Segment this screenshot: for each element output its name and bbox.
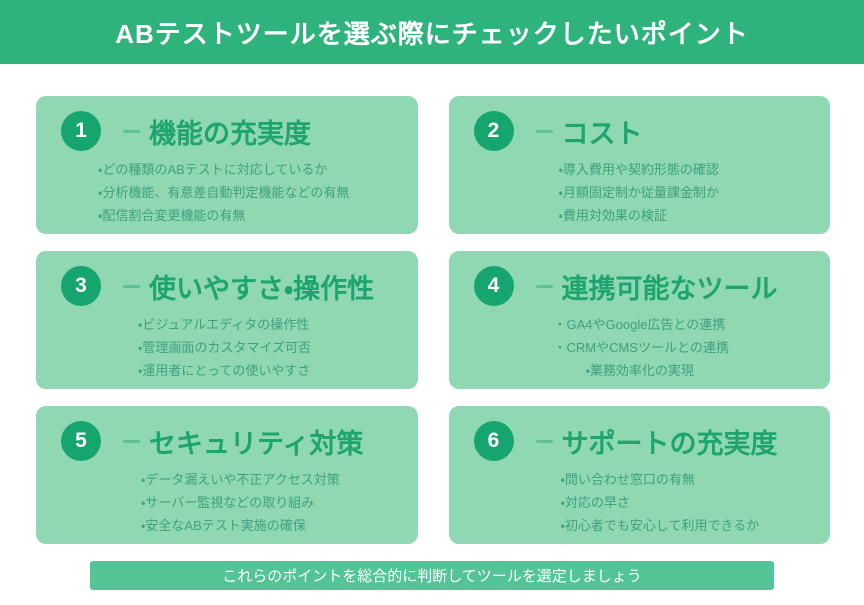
number-badge: 6	[473, 421, 514, 461]
card-integrations: 4 連携可能なツール ・GA4やGoogle広告との連携 ・CRMやCMSツール…	[448, 251, 831, 389]
number-badge: 5	[61, 421, 101, 461]
bullet-item: ・導入費用や契約形態の確認	[558, 162, 719, 177]
card-header: 5 セキュリティ対策	[36, 406, 418, 461]
footer-text: これらのポイントを総合的に判断してツールを選定しましょう	[222, 568, 642, 585]
bullet-item: ・GA4やGoogle広告との連携	[553, 317, 726, 332]
bullet-list: ・データ漏えいや不正アクセス対策 ・サーバー監視などの取り組み ・安全なABテス…	[141, 468, 418, 537]
title-dash	[123, 439, 140, 443]
title-dash	[123, 129, 140, 133]
card-usability: 3 使いやすさ・操作性 ・ビジュアルエディタの操作性 ・管理画面のカスタマイズ可…	[36, 251, 418, 389]
card-feature-richness: 1 機能の充実度 ・どの種類のABテストに対応しているか ・分析機能、有意差自動…	[36, 96, 418, 234]
card-title: 連携可能なツール	[561, 273, 778, 304]
bullet-item: ・安全なABテスト実施の確保	[141, 518, 306, 533]
bullet-list: ・問い合わせ窓口の有無 ・対応の早さ ・初心者でも安心して利用できるか	[561, 468, 831, 537]
card-support: 6 サポートの充実度 ・問い合わせ窓口の有無 ・対応の早さ ・初心者でも安心して…	[448, 406, 831, 544]
card-title: セキュリティ対策	[149, 428, 364, 459]
card-title: コスト	[561, 118, 643, 149]
title-dash	[535, 129, 553, 133]
number-badge: 3	[61, 266, 101, 306]
bullet-item: ・CRMやCMSツールとの連携	[553, 340, 729, 355]
card-header: 3 使いやすさ・操作性	[36, 251, 418, 306]
number-badge: 1	[61, 111, 101, 151]
card-header: 1 機能の充実度	[36, 96, 418, 151]
card-security: 5 セキュリティ対策 ・データ漏えいや不正アクセス対策 ・サーバー監視などの取り…	[36, 406, 418, 544]
card-title: サポートの充実度	[561, 428, 778, 459]
card-title: 使いやすさ・操作性	[149, 273, 375, 304]
bullet-item: ・分析機能、有意差自動判定機能などの有無	[98, 185, 350, 200]
card-header: 6 サポートの充実度	[449, 406, 831, 461]
bullet-item: ・月額固定制か従量課金制か	[558, 185, 719, 200]
footer-banner: これらのポイントを総合的に判断してツールを選定しましょう	[90, 561, 774, 590]
bullet-list: ・どの種類のABテストに対応しているか ・分析機能、有意差自動判定機能などの有無…	[98, 158, 418, 227]
bullet-list: ・ビジュアルエディタの操作性 ・管理画面のカスタマイズ可否 ・運用者にとっての使…	[138, 313, 418, 382]
title-dash	[123, 284, 140, 288]
number-badge: 4	[473, 266, 514, 306]
header-banner: ABテストツールを選ぶ際にチェックしたいポイント	[0, 0, 864, 64]
bullet-item: ・初心者でも安心して利用できるか	[560, 518, 760, 533]
bullet-list: ・導入費用や契約形態の確認 ・月額固定制か従量課金制か ・費用対効果の検証	[559, 158, 831, 227]
bullet-item: ・業務効率化の実現	[585, 363, 694, 378]
card-cost: 2 コスト ・導入費用や契約形態の確認 ・月額固定制か従量課金制か ・費用対効果…	[448, 96, 831, 234]
card-title: 機能の充実度	[149, 118, 311, 149]
number-badge: 2	[473, 111, 514, 151]
bullet-list: ・GA4やGoogle広告との連携 ・CRMやCMSツールとの連携 ・業務効率化…	[554, 313, 831, 382]
card-grid: 1 機能の充実度 ・どの種類のABテストに対応しているか ・分析機能、有意差自動…	[36, 96, 830, 544]
title-dash	[535, 284, 553, 288]
bullet-item: ・問い合わせ窓口の有無	[560, 472, 695, 487]
bullet-item: ・対応の早さ	[560, 495, 630, 510]
card-header: 4 連携可能なツール	[449, 251, 831, 306]
bullet-item: ・費用対効果の検証	[558, 208, 667, 223]
bullet-item: ・管理画面のカスタマイズ可否	[138, 340, 312, 355]
bullet-item: ・どの種類のABテストに対応しているか	[98, 162, 328, 177]
card-header: 2 コスト	[449, 96, 831, 151]
bullet-item: ・ビジュアルエディタの操作性	[138, 317, 310, 332]
title-dash	[535, 439, 553, 443]
bullet-item: ・運用者にとっての使いやすさ	[138, 363, 311, 378]
page-title: ABテストツールを選ぶ際にチェックしたいポイント	[115, 18, 749, 49]
bullet-item: ・データ漏えいや不正アクセス対策	[141, 472, 340, 487]
bullet-item: ・サーバー監視などの取り組み	[141, 495, 315, 510]
bullet-item: ・配信割合変更機能の有無	[98, 208, 246, 223]
